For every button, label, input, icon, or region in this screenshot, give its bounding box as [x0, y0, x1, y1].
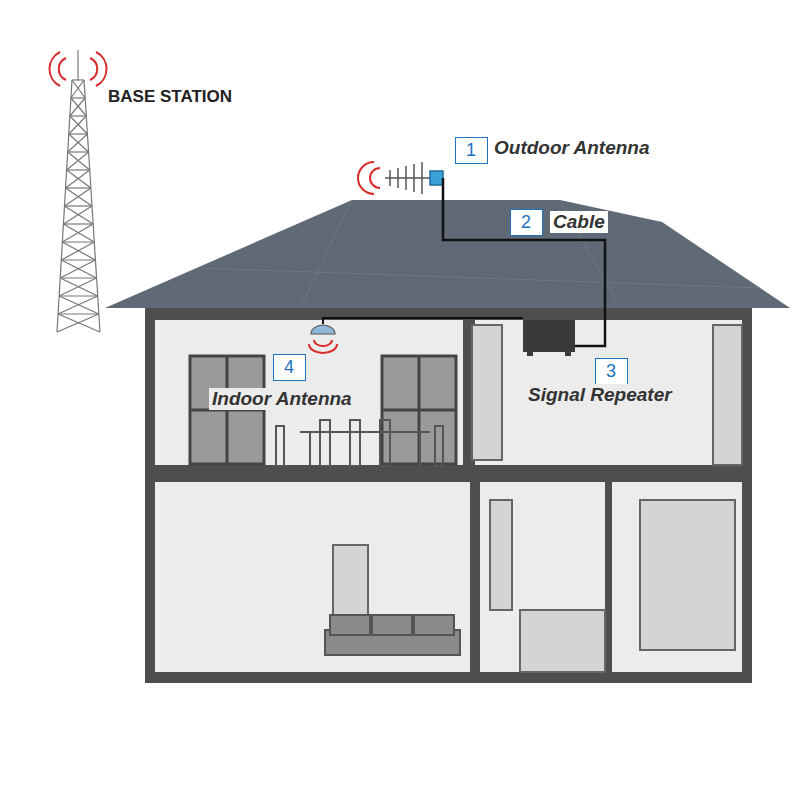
dining-set: [276, 420, 443, 466]
tower-waves: [49, 52, 106, 86]
callout-number: 4: [284, 358, 294, 376]
signal-repeater: [523, 320, 575, 356]
callout-number: 1: [466, 141, 476, 159]
indoor-cable: [323, 318, 523, 324]
callout-number: 2: [521, 213, 531, 231]
callout-box: 4: [273, 354, 306, 381]
antenna-waves: [358, 162, 380, 194]
part-label: Signal Repeater: [525, 384, 675, 406]
roof: [105, 200, 790, 308]
callout-box: 3: [595, 358, 628, 385]
part-label: Cable: [550, 211, 608, 233]
base-station-tower: [57, 50, 100, 332]
house-wall: [145, 308, 752, 683]
outdoor-antenna: [385, 162, 443, 194]
station-label: BASE STATION: [105, 87, 235, 107]
roof-texture: [200, 200, 760, 308]
interior-details: [333, 325, 742, 672]
callout-number: 3: [606, 362, 616, 380]
part-label: Outdoor Antenna: [491, 137, 653, 159]
indoor-antenna: [309, 325, 337, 353]
part-label: Indoor Antenna: [209, 388, 355, 410]
windows: [190, 356, 456, 464]
sofa: [325, 615, 460, 655]
callout-box: 1: [455, 137, 488, 164]
callout-box: 2: [510, 209, 543, 236]
rooms: [155, 320, 742, 672]
